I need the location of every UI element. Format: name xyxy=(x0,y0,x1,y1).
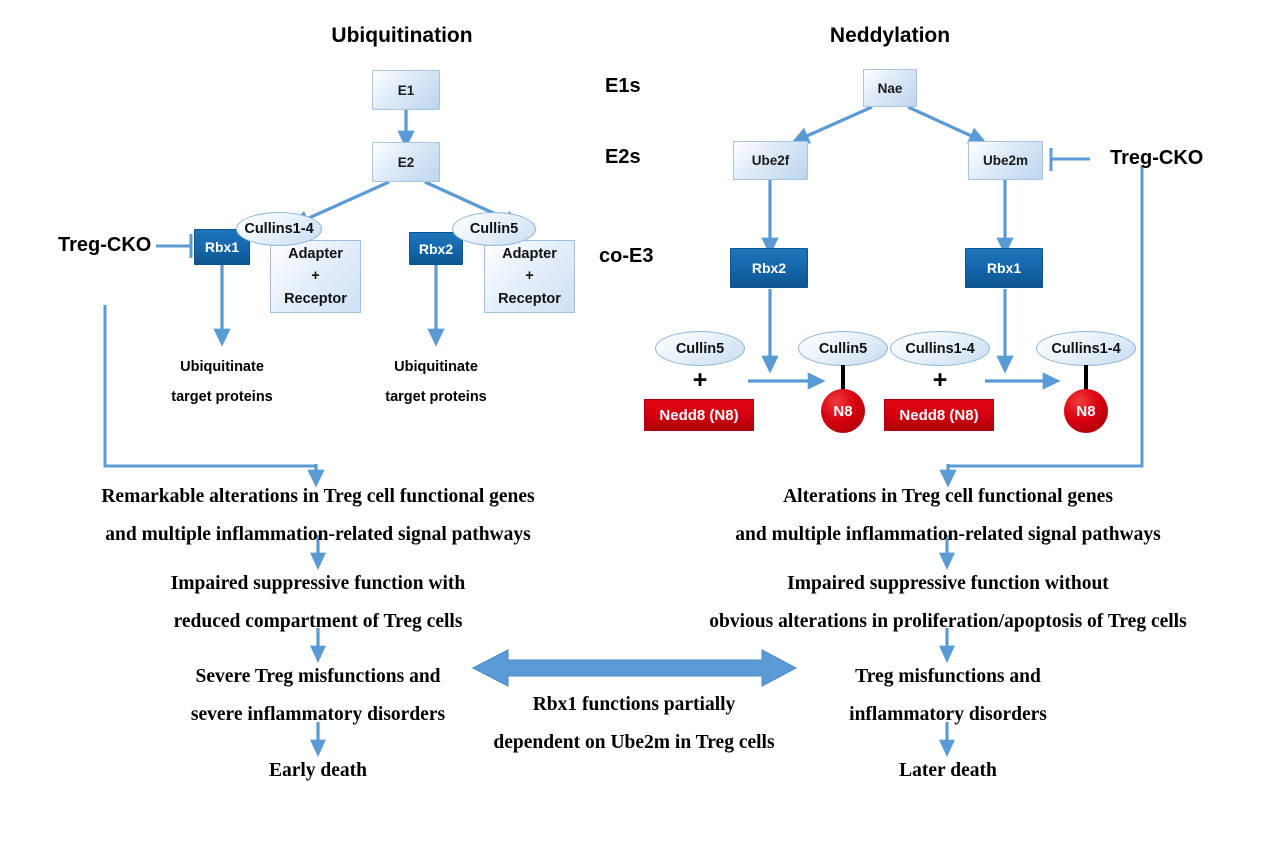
consequence-line-1: Remarkable alterations in Treg cell func… xyxy=(101,486,535,507)
consequence-line-1: Impaired suppressive function without xyxy=(787,573,1109,594)
consequence-line-2: obvious alterations in proliferation/apo… xyxy=(709,611,1187,633)
output-line-1: Ubiquitinate xyxy=(394,359,478,375)
consequence-line-1: Impaired suppressive function with xyxy=(170,573,466,594)
section-title-neddylation: Neddylation xyxy=(829,24,951,47)
n8-tag-1[interactable]: N8 xyxy=(821,389,865,433)
node-cullin5-ubiquitination[interactable]: Cullin5 xyxy=(452,212,536,246)
product-cullin5-neddylated[interactable]: Cullin5 xyxy=(798,331,888,366)
n8-tag-2[interactable]: N8 xyxy=(1064,389,1108,433)
adapter-plus: + xyxy=(311,268,320,285)
section-title-ubiquitination: Ubiquitination xyxy=(331,24,473,47)
node-ube2f[interactable]: Ube2f xyxy=(733,141,808,180)
conjugation-stem-2 xyxy=(1084,365,1088,392)
node-rbx2-ubiquitination[interactable]: Rbx2 xyxy=(409,232,463,265)
stage-label-e1s: E1s xyxy=(605,75,641,97)
consequence-line-2: reduced compartment of Treg cells xyxy=(173,611,463,633)
consequence-line-1: Early death xyxy=(268,760,368,781)
output-ubiquitinate-right: Ubiquitinate target proteins xyxy=(346,352,526,413)
consequence-line-1: Alterations in Treg cell functional gene… xyxy=(783,486,1113,507)
node-e1[interactable]: E1 xyxy=(372,70,440,110)
adapter-label: Adapter xyxy=(502,245,557,262)
treg-cko-label-right: Treg-CKO xyxy=(1110,147,1204,169)
consequence-left-3: Severe Treg misfunctions and severe infl… xyxy=(18,658,618,734)
consequence-line-2: inflammatory disorders xyxy=(849,704,1047,726)
consequence-line-1: Treg misfunctions and xyxy=(855,666,1041,687)
consequence-left-1: Remarkable alterations in Treg cell func… xyxy=(18,478,618,554)
consequence-left-2: Impaired suppressive function with reduc… xyxy=(18,565,618,641)
stage-label-e2s: E2s xyxy=(605,146,641,168)
output-line-2: target proteins xyxy=(171,389,273,406)
center-note-line-1: Rbx1 functions partially xyxy=(532,694,736,715)
center-note: Rbx1 functions partially dependent on Ub… xyxy=(434,686,834,762)
treg-cko-label-left: Treg-CKO xyxy=(58,234,152,256)
stage-label-co-e3: co-E3 xyxy=(599,245,654,267)
consequence-right-1: Alterations in Treg cell functional gene… xyxy=(648,478,1248,554)
center-note-line-2: dependent on Ube2m in Treg cells xyxy=(493,732,775,754)
consequence-line-2: and multiple inflammation-related signal… xyxy=(105,524,531,546)
node-rbx1-neddylation[interactable]: Rbx1 xyxy=(965,248,1043,288)
consequence-line-2: and multiple inflammation-related signal… xyxy=(735,524,1161,546)
consequence-line-1: Later death xyxy=(899,760,997,781)
substrate-cullins1-4[interactable]: Cullins1-4 xyxy=(890,331,990,366)
receptor-label: Receptor xyxy=(498,290,561,307)
receptor-label: Receptor xyxy=(284,290,347,307)
product-cullins1-4-neddylated[interactable]: Cullins1-4 xyxy=(1036,331,1136,366)
consequence-line-1: Severe Treg misfunctions and xyxy=(195,666,441,687)
output-line-2: target proteins xyxy=(385,389,487,406)
donor-nedd8-1[interactable]: Nedd8 (N8) xyxy=(644,399,754,431)
adapter-receptor-box-left: Adapter + Receptor xyxy=(270,240,361,313)
consequence-left-4: Early death xyxy=(18,752,618,790)
node-e2[interactable]: E2 xyxy=(372,142,440,182)
node-nae[interactable]: Nae xyxy=(863,69,917,107)
adapter-plus: + xyxy=(525,268,534,285)
adapter-receptor-box-right: Adapter + Receptor xyxy=(484,240,575,313)
substrate-cullin5[interactable]: Cullin5 xyxy=(655,331,745,366)
consequence-right-2: Impaired suppressive function without ob… xyxy=(648,565,1248,641)
output-ubiquitinate-left: Ubiquitinate target proteins xyxy=(132,352,312,413)
node-rbx2-neddylation[interactable]: Rbx2 xyxy=(730,248,808,288)
consequence-right-3: Treg misfunctions and inflammatory disor… xyxy=(648,658,1248,734)
node-cullins1-4-ubiquitination[interactable]: Cullins1-4 xyxy=(236,212,322,246)
donor-nedd8-2[interactable]: Nedd8 (N8) xyxy=(884,399,994,431)
consequence-line-2: severe inflammatory disorders xyxy=(190,704,446,726)
consequence-right-4: Later death xyxy=(648,752,1248,790)
conjugation-stem-1 xyxy=(841,365,845,392)
conjugation-plus-1: + xyxy=(692,366,708,394)
output-line-1: Ubiquitinate xyxy=(180,359,264,375)
node-ube2m[interactable]: Ube2m xyxy=(968,141,1043,180)
conjugation-plus-2: + xyxy=(932,366,948,394)
adapter-label: Adapter xyxy=(288,245,343,262)
